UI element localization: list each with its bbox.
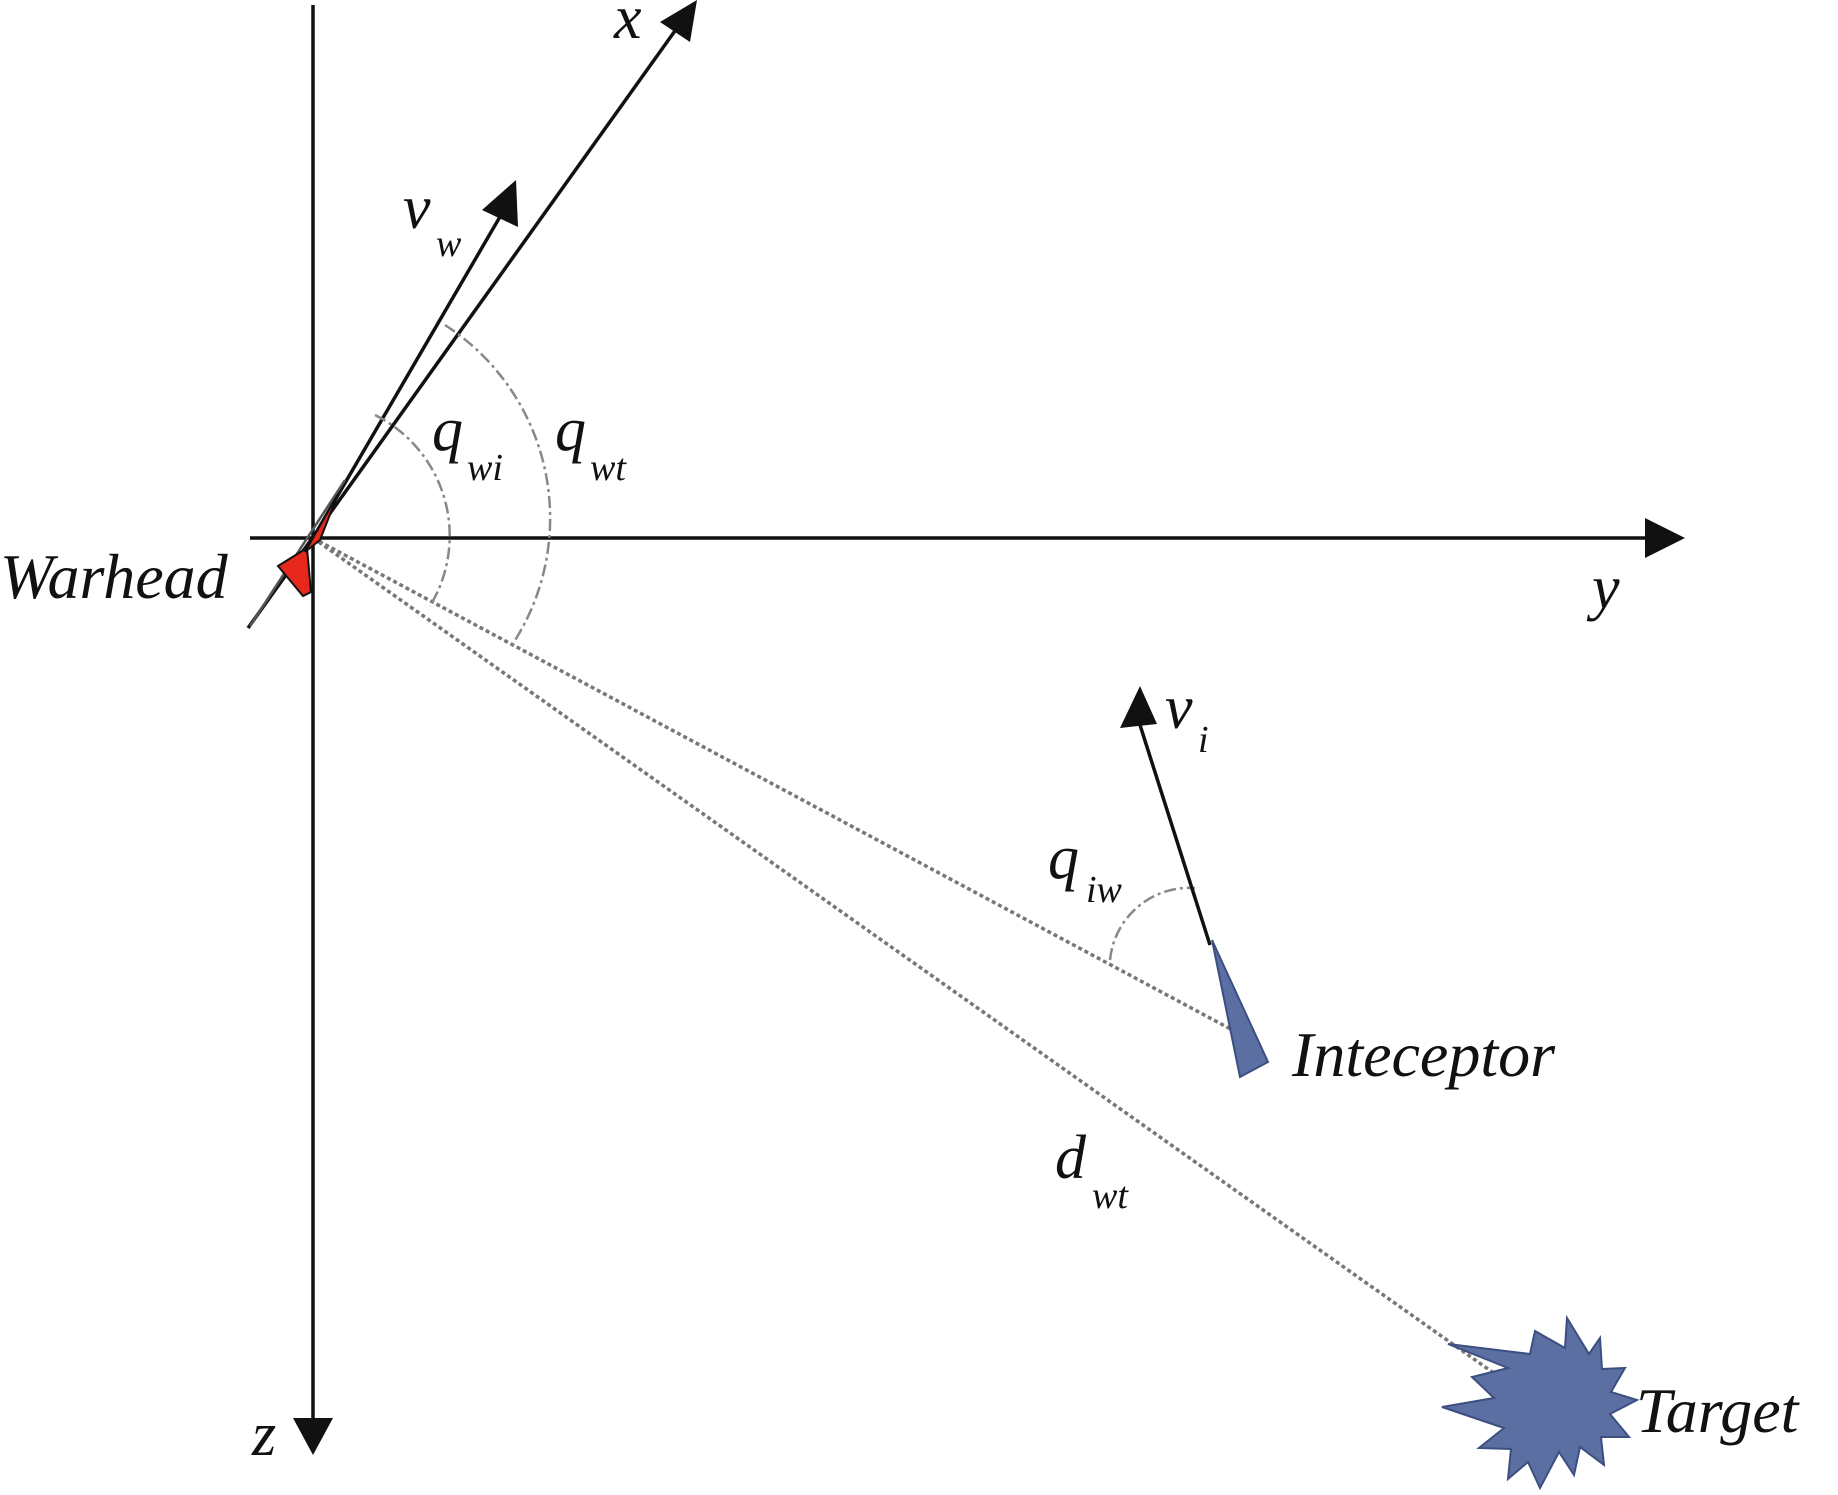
angle-arc-q-iw (1108, 886, 1196, 961)
target-label: Target (1636, 1375, 1801, 1446)
dwt-subscript: wt (1092, 1175, 1129, 1217)
qiw-subscript: iw (1086, 869, 1123, 911)
z-axis-label: z (251, 1401, 276, 1469)
qwt-label: q (555, 396, 586, 464)
los-warhead-to-target (311, 536, 1555, 1417)
warhead-velocity-arrowhead (482, 180, 518, 227)
y-axis-label: y (1586, 554, 1620, 622)
vi-label: v (1165, 674, 1193, 742)
warhead-velocity-vector (311, 214, 503, 539)
warhead-label: Warhead (0, 541, 229, 612)
interceptor-body-icon (1211, 939, 1270, 1079)
interceptor-velocity-vector (1138, 724, 1212, 946)
interceptor-label: Inteceptor (1291, 1019, 1556, 1090)
interceptor-velocity-arrowhead (1120, 686, 1157, 728)
angle-arc-q-wi (374, 413, 451, 607)
x-axis-label: x (613, 0, 642, 52)
los-warhead-to-interceptor (312, 536, 1239, 1035)
z-axis-arrowhead (293, 1418, 333, 1455)
x-axis-arrowhead (660, 0, 697, 42)
vw-label: v (403, 174, 431, 242)
angle-arc-q-wt (444, 323, 552, 646)
qiw-label: q (1048, 824, 1079, 892)
vw-subscript: w (436, 223, 462, 265)
qwt-subscript: wt (590, 447, 627, 489)
dwt-label: d (1055, 1124, 1087, 1192)
qwi-subscript: wi (467, 447, 503, 489)
target-burst-icon (1441, 1314, 1640, 1491)
warhead-body-icon (276, 493, 339, 598)
vi-subscript: i (1198, 719, 1209, 761)
qwi-label: q (432, 396, 463, 464)
y-axis-arrowhead (1645, 518, 1685, 558)
